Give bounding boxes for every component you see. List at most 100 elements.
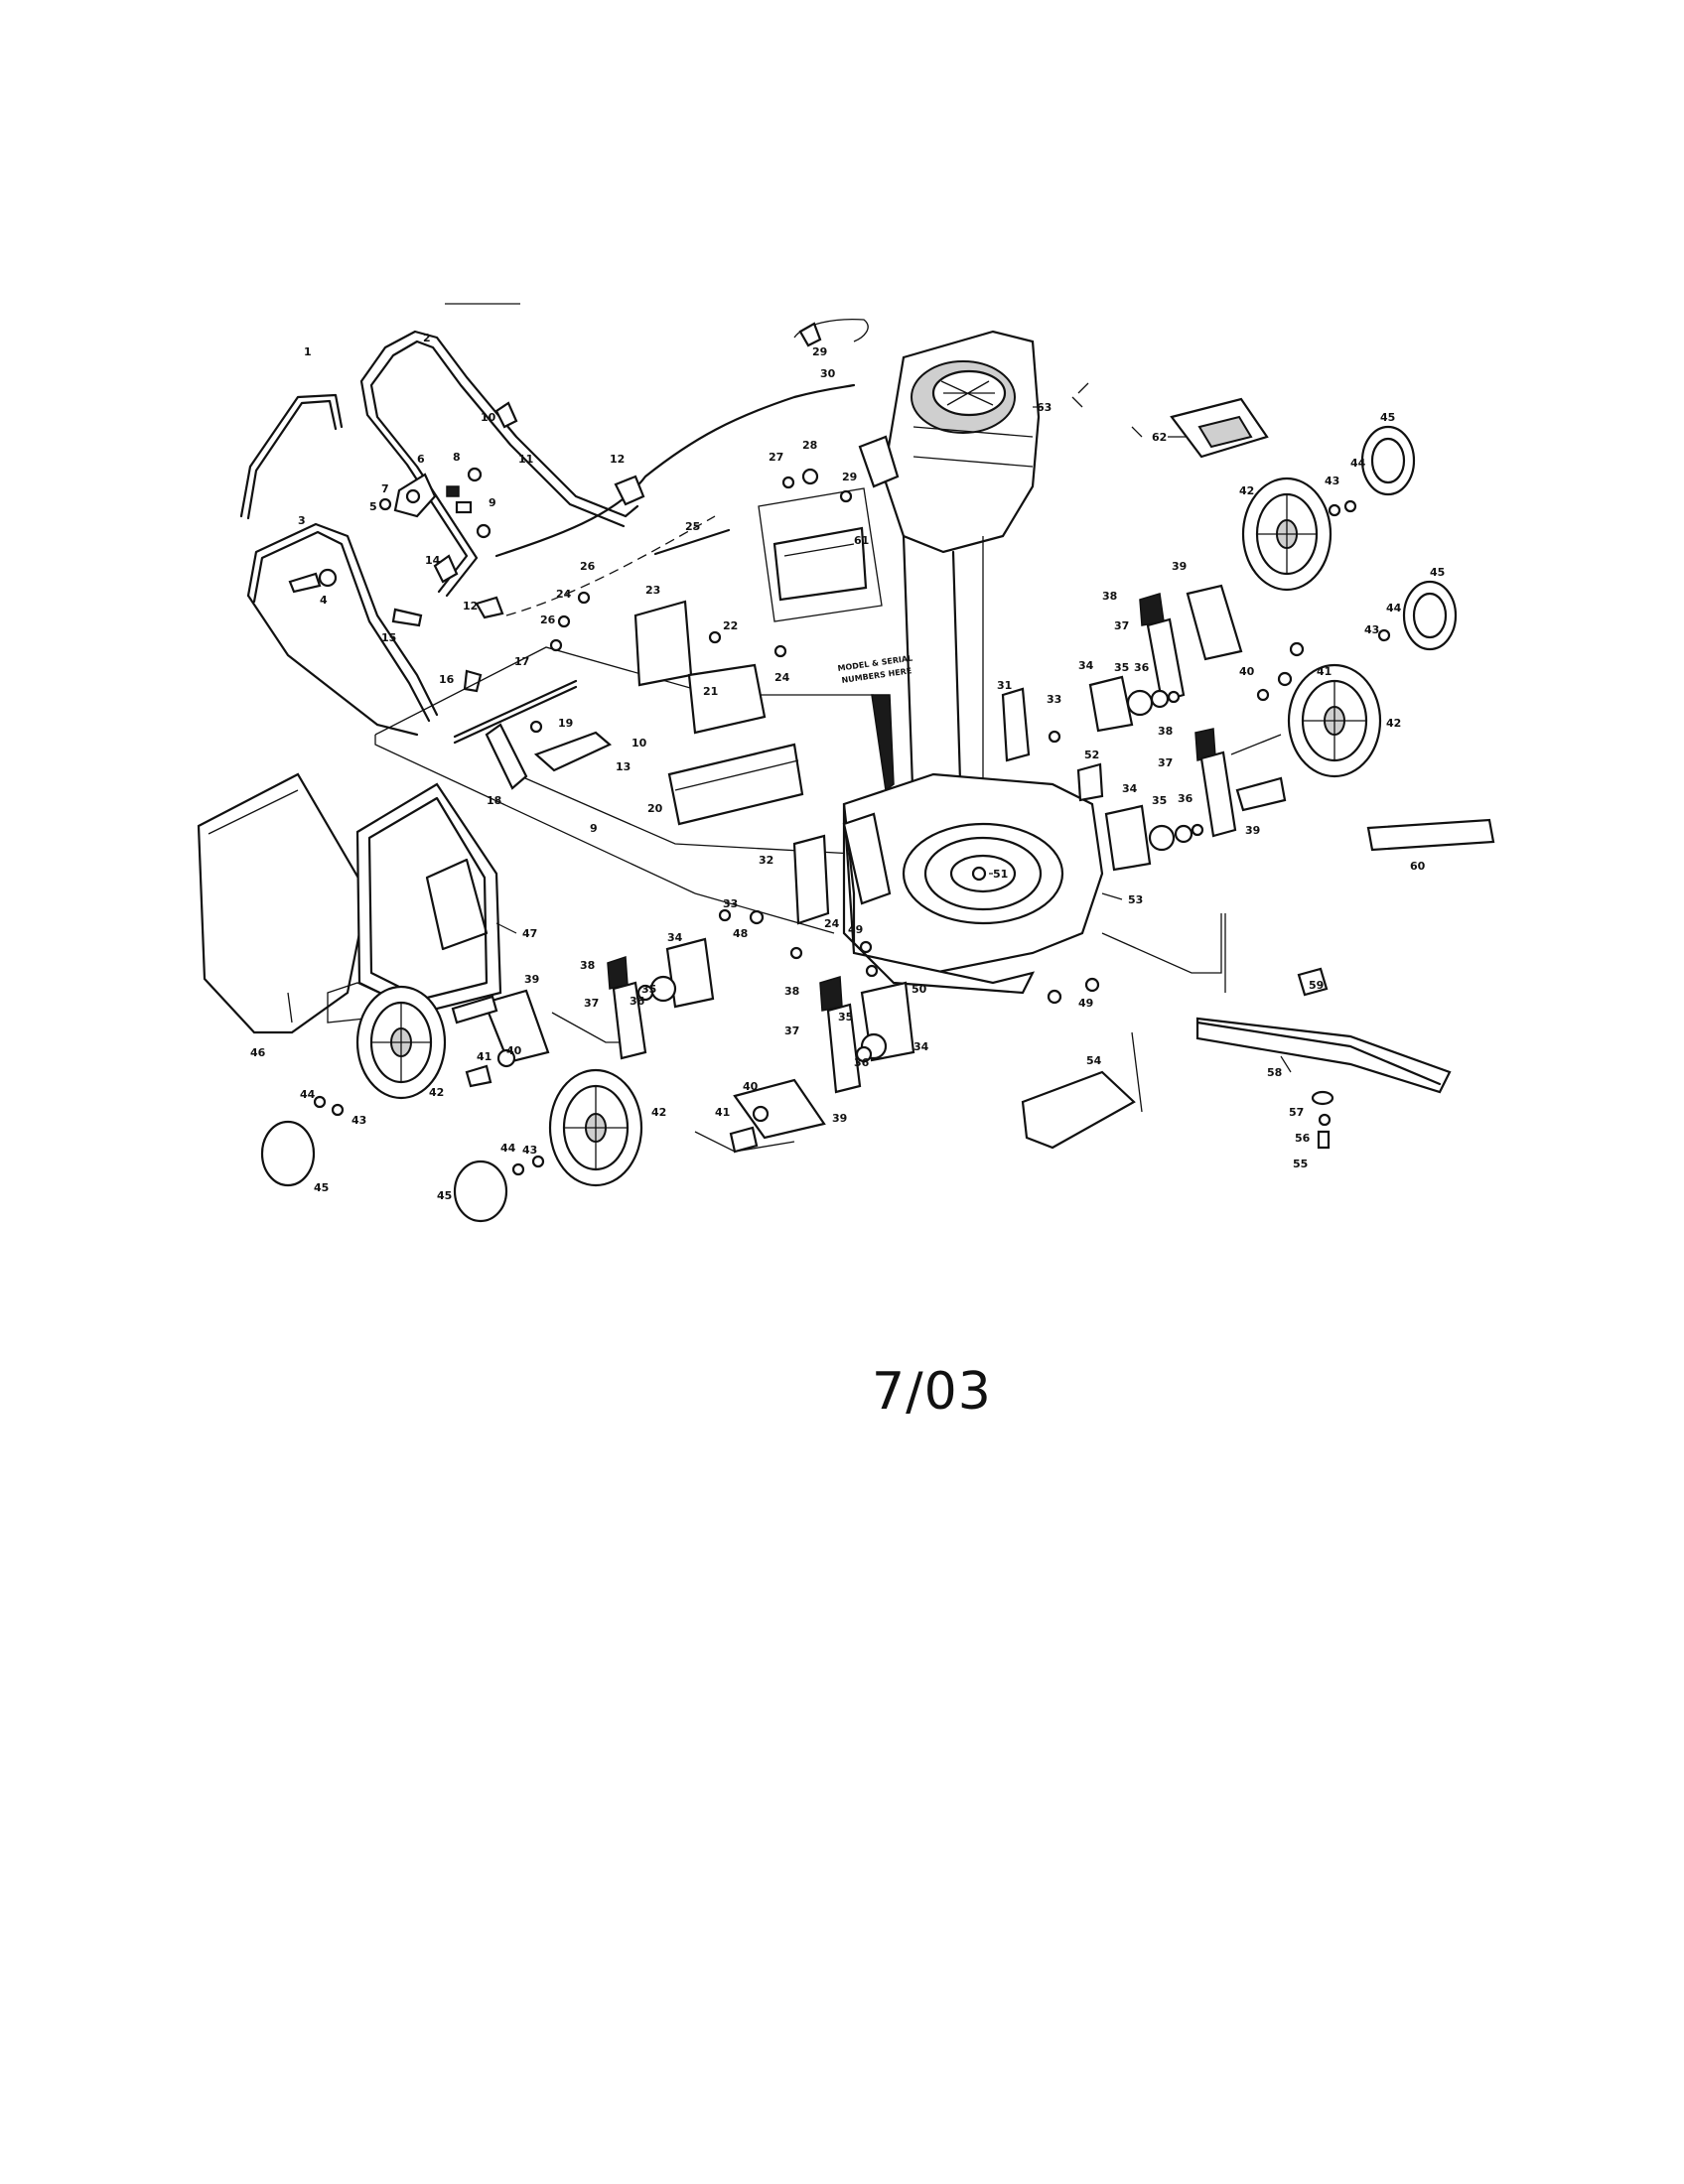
callout-44-left-front: 44: [500, 1142, 516, 1155]
gear-34-mid: [1104, 804, 1152, 872]
rod-25: [653, 528, 731, 556]
callout-30: 30: [820, 367, 836, 380]
callout-42-mid: 42: [1386, 717, 1401, 730]
hubcap-45-left-front: [453, 1160, 508, 1223]
callout-45-left-rear: 45: [314, 1181, 329, 1194]
callout-40-left-rear: 40: [506, 1044, 522, 1057]
callout-51: 51: [993, 868, 1008, 881]
callout-39-left-front: 39: [832, 1112, 847, 1125]
engine: [781, 318, 1041, 874]
callout-6: 6: [417, 453, 425, 466]
callout-29-mid: 29: [842, 471, 857, 483]
callout-43-left-rear: 43: [351, 1114, 366, 1127]
bracket-13: [533, 731, 613, 772]
bracket-39-top: [1186, 584, 1243, 661]
callout-10-top: 10: [481, 411, 496, 424]
adapter-59: [1297, 967, 1329, 997]
callout-24-deck: 24: [824, 917, 840, 930]
air-filter: [858, 435, 900, 488]
callout-38-left-rear: 38: [580, 959, 595, 972]
callout-44-top: 44: [1350, 457, 1366, 470]
grass-bag-46: [197, 772, 369, 1034]
callout-49-right: 49: [1078, 997, 1093, 1010]
callout-39-mid: 39: [1245, 824, 1260, 837]
callout-29-top: 29: [812, 345, 827, 358]
callout-9-bottom: 9: [590, 822, 598, 835]
callout-50: 50: [912, 983, 927, 996]
callout-37-left-rear: 37: [584, 997, 599, 1010]
callout-59: 59: [1309, 979, 1324, 992]
upper-handle: [359, 330, 639, 594]
handle-assembly: [239, 330, 856, 745]
callout-5: 5: [369, 500, 377, 513]
callout-41-left-front: 41: [715, 1106, 730, 1119]
callout-36-mid: 36: [1178, 792, 1193, 805]
callout-52: 52: [1084, 749, 1099, 761]
blade-assembly: [1021, 913, 1452, 1150]
callout-24-left: 24: [556, 588, 572, 601]
lever-37-left-rear: [612, 981, 647, 1060]
callout-34-mid: 34: [1122, 782, 1138, 795]
date-code: 7/03: [872, 1362, 992, 1422]
callout-41-left-rear: 41: [477, 1050, 491, 1063]
hubcap-45-top: [1360, 425, 1416, 496]
callout-45-left-front: 45: [437, 1189, 452, 1202]
callout-46: 46: [250, 1046, 266, 1059]
hubcap-45-mid: [1402, 580, 1458, 651]
callout-14: 14: [425, 554, 441, 567]
bag-frame-47: [355, 782, 502, 1015]
grass-catcher: [197, 772, 502, 1034]
front-right-wheel-assembly: [1104, 580, 1458, 872]
bracket-39-mid: [1235, 776, 1287, 812]
callout-10-bottom: 10: [632, 737, 647, 750]
plate-52: [1076, 762, 1104, 802]
callout-25: 25: [685, 520, 700, 533]
callout-45-mid: 45: [1430, 566, 1445, 579]
mower-deck: [694, 687, 1222, 1005]
deflector-20: [667, 743, 804, 826]
callout-19: 19: [558, 717, 573, 730]
callout-22: 22: [723, 619, 738, 632]
callout-36-left-front: 36: [854, 1056, 870, 1069]
callout-39-left-rear: 39: [524, 973, 539, 986]
callout-1: 1: [304, 345, 312, 358]
callout-13: 13: [616, 760, 631, 773]
callout-35-mid: 35: [1152, 794, 1167, 807]
bracket-18: [485, 723, 528, 790]
model-serial-plate: [758, 487, 895, 792]
callout-40-left-front: 40: [743, 1080, 759, 1093]
callout-labels: 1 2 3 4 5 6 7 8 9 9 10 10 11 12 12 13 14…: [250, 332, 1445, 1202]
bracket-39-left-front: [733, 1078, 826, 1140]
callout-33-right: 33: [1047, 693, 1061, 706]
callout-34-top: 34: [1078, 659, 1094, 672]
callout-34-left-rear: 34: [667, 931, 683, 944]
callout-61: 61: [854, 534, 869, 547]
callout-35-left-front: 35: [838, 1011, 853, 1024]
leader-lines: [495, 406, 1292, 1073]
callout-33-left: 33: [723, 897, 738, 910]
callout-39-top: 39: [1172, 560, 1187, 573]
callout-48: 48: [733, 927, 748, 940]
callout-53: 53: [1128, 893, 1143, 906]
bracket-31: [1001, 687, 1031, 762]
callout-9-top: 9: [489, 496, 496, 509]
callout-27: 27: [769, 451, 783, 464]
rod: [453, 679, 578, 739]
callout-60: 60: [1410, 860, 1426, 873]
callout-62: 62: [1152, 431, 1167, 444]
callout-40-top: 40: [1239, 665, 1255, 678]
callout-57: 57: [1289, 1106, 1304, 1119]
callout-43-mid: 43: [1364, 623, 1379, 636]
callout-38-mid: 38: [1158, 725, 1173, 738]
callout-44-left-rear: 44: [300, 1088, 316, 1101]
callout-44-mid: 44: [1386, 602, 1402, 614]
callout-58: 58: [1267, 1066, 1282, 1079]
callout-36-top: 36: [1134, 661, 1150, 674]
callout-42-top: 42: [1239, 484, 1254, 497]
callout-54: 54: [1086, 1054, 1102, 1067]
callout-47: 47: [522, 927, 537, 940]
control-cable: [494, 383, 856, 558]
callout-17: 17: [514, 655, 529, 668]
gear-34-left-rear: [665, 937, 715, 1009]
callout-49-deck: 49: [848, 923, 863, 936]
